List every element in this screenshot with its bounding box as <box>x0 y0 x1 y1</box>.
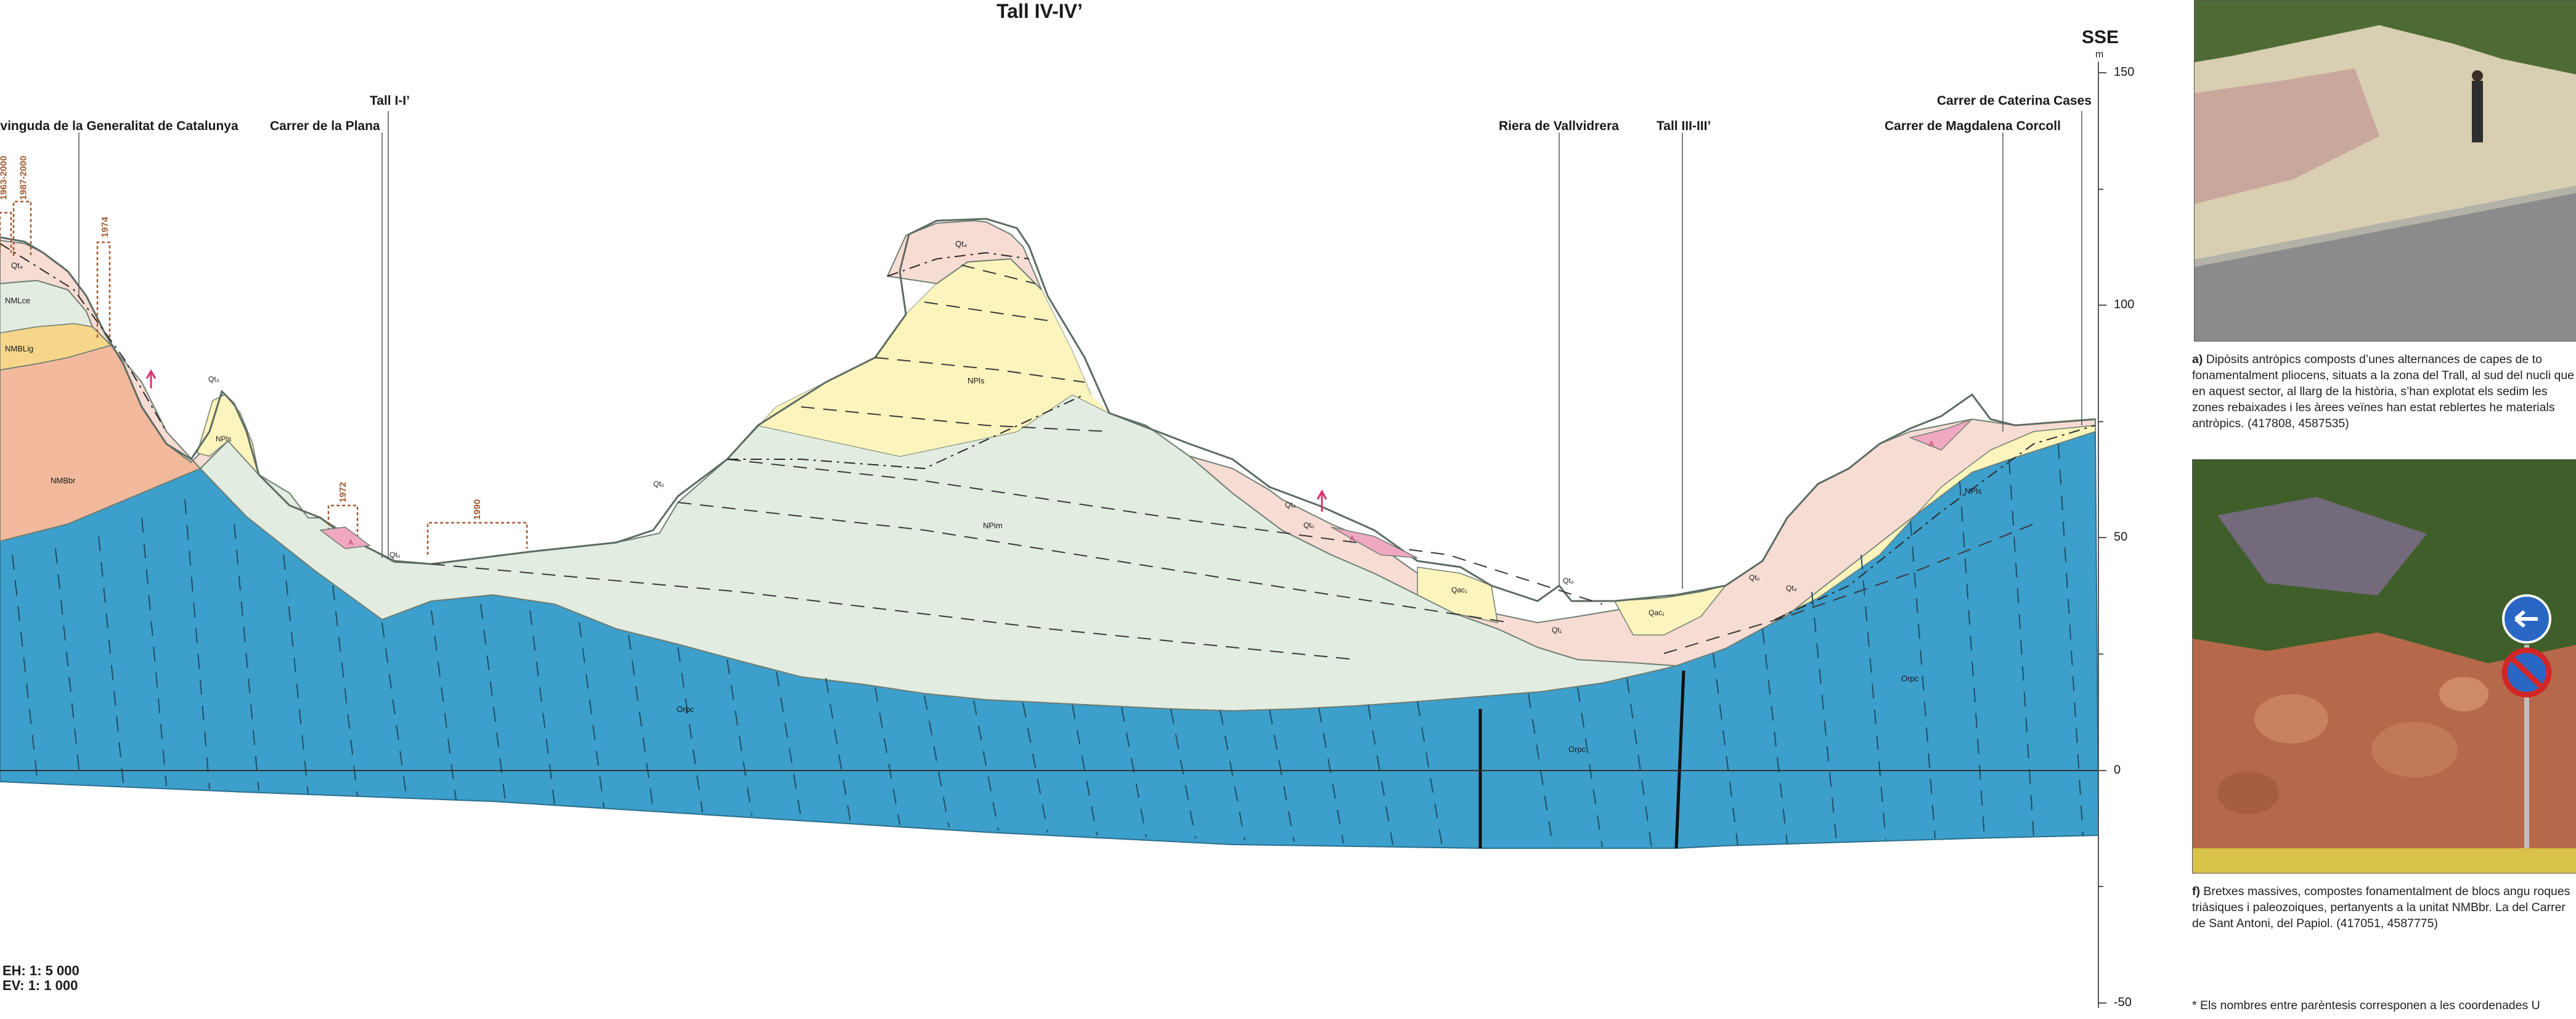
unit-qt4-slope: Qt₄ <box>1285 501 1296 509</box>
unit-qt0-riera: Qt₀ <box>1563 576 1574 585</box>
unit-orpc-left: Orpc <box>677 705 695 714</box>
schistosity-marks <box>12 443 2084 848</box>
unit-qt3: Qt₃ <box>208 375 219 383</box>
geological-cross-section <box>0 62 2106 1008</box>
axis-tick-50: 50 <box>2114 530 2128 544</box>
fault-2 <box>1674 670 1685 849</box>
year-boxes <box>0 200 528 555</box>
qac1-lens-a <box>1417 567 1498 623</box>
pliocene-sands-hill-top <box>727 259 1109 459</box>
bedding-lines <box>431 264 2034 660</box>
label-tall-iii: Tall III-III’ <box>1657 119 1711 133</box>
unit-orpc-mid: Orpc <box>1568 745 1586 754</box>
axis-unit: m <box>2095 49 2104 60</box>
unit-npls-right: NPls <box>1965 486 1982 496</box>
photo-f-breccias <box>2192 459 2576 874</box>
year-label-1987-2000: 1987-2000 <box>18 155 29 200</box>
label-riera-vallvidrera: Riera de Vallvidrera <box>1499 119 1619 133</box>
caption-f: f) Bretxes massives, compostes fonamenta… <box>2192 883 2576 931</box>
npls-left-knoll <box>197 394 260 477</box>
unit-anthropic-1: A <box>348 538 354 547</box>
year-label-1990: 1990 <box>472 499 483 520</box>
unit-npls-left: NPls <box>216 435 232 443</box>
section-title: Tall IV-IV’ <box>997 0 1083 22</box>
caption-f-text: Bretxes massives, compostes fonamentalme… <box>2192 885 2570 930</box>
unit-npim: NPim <box>983 521 1003 530</box>
year-label-1974: 1974 <box>100 216 111 238</box>
caption-a-letter: a) <box>2192 353 2203 366</box>
label-carrer-plana: Carrer de la Plana <box>270 119 380 133</box>
unit-qt4-right: Qt₄ <box>1786 584 1797 592</box>
label-avinguda: Avinguda de la Generalitat de Catalunya <box>0 119 238 133</box>
caption-f-letter: f) <box>2192 885 2200 898</box>
axis-tick-0: 0 <box>2114 763 2121 777</box>
contact-lines <box>0 243 2096 620</box>
unit-qt4-left: Qt₄ <box>11 261 23 270</box>
elevation-axis <box>2098 62 2106 1008</box>
footnote: * Els nombres entre parèntesis correspon… <box>2192 999 2540 1012</box>
unit-qt0-right: Qt₀ <box>1749 573 1760 582</box>
unit-nmlce: NMLce <box>5 296 31 305</box>
photo-a-anthropic-deposits <box>2194 0 2576 342</box>
unit-nmblig: NMBLig <box>5 344 34 353</box>
axis-tick-minus50: -50 <box>2114 996 2132 1009</box>
label-magdalena-corcoll: Carrer de Magdalena Corcoll <box>1885 119 2061 133</box>
axis-tick-150: 150 <box>2114 65 2135 79</box>
anthropic-arrows <box>145 369 1327 512</box>
direction-label: SSE <box>2082 27 2119 47</box>
year-label-1963-2000: 1963-2000 <box>0 155 9 200</box>
unit-anthropic-3: A <box>1929 440 1934 448</box>
unit-qt0-mid: Qt₀ <box>653 480 664 488</box>
unit-qac1-a: Qac₁ <box>1451 586 1468 594</box>
unit-qt0-plana: Qt₀ <box>389 550 401 559</box>
unit-orpc-right: Orpc <box>1901 674 1919 683</box>
year-label-1972: 1972 <box>338 481 349 503</box>
caption-a: a) Dipòsits antròpics composts d’unes al… <box>2192 351 2576 432</box>
label-caterina-cases: Carrer de Caterina Cases <box>1937 94 2092 108</box>
label-tall-i: Tall I-I’ <box>370 94 410 108</box>
unit-anthropic-2: A <box>1350 534 1355 543</box>
vertical-scale: EV: 1: 1 000 <box>2 978 78 993</box>
horizontal-scale: EH: 1: 5 000 <box>2 963 79 978</box>
place-leader-lines <box>78 111 2082 589</box>
axis-tick-100: 100 <box>2114 298 2135 311</box>
unit-qt4-hilltop: Qt₄ <box>955 239 968 248</box>
qac1-lens-b <box>1613 584 1727 636</box>
pliocene-sands-right <box>1774 425 2096 620</box>
topography-line <box>0 218 2096 602</box>
unit-qt1: Qt₁ <box>1552 626 1562 634</box>
unit-npls-hill: NPls <box>968 376 985 385</box>
anthropic-lenses <box>319 419 1973 559</box>
caption-a-text: Dipòsits antròpics composts d’unes alter… <box>2192 353 2575 430</box>
unit-qt0-slope: Qt₀ <box>1303 521 1314 530</box>
unit-nmbbr: NMBbr <box>51 476 76 485</box>
unit-qac1-b: Qac₁ <box>1649 608 1665 617</box>
